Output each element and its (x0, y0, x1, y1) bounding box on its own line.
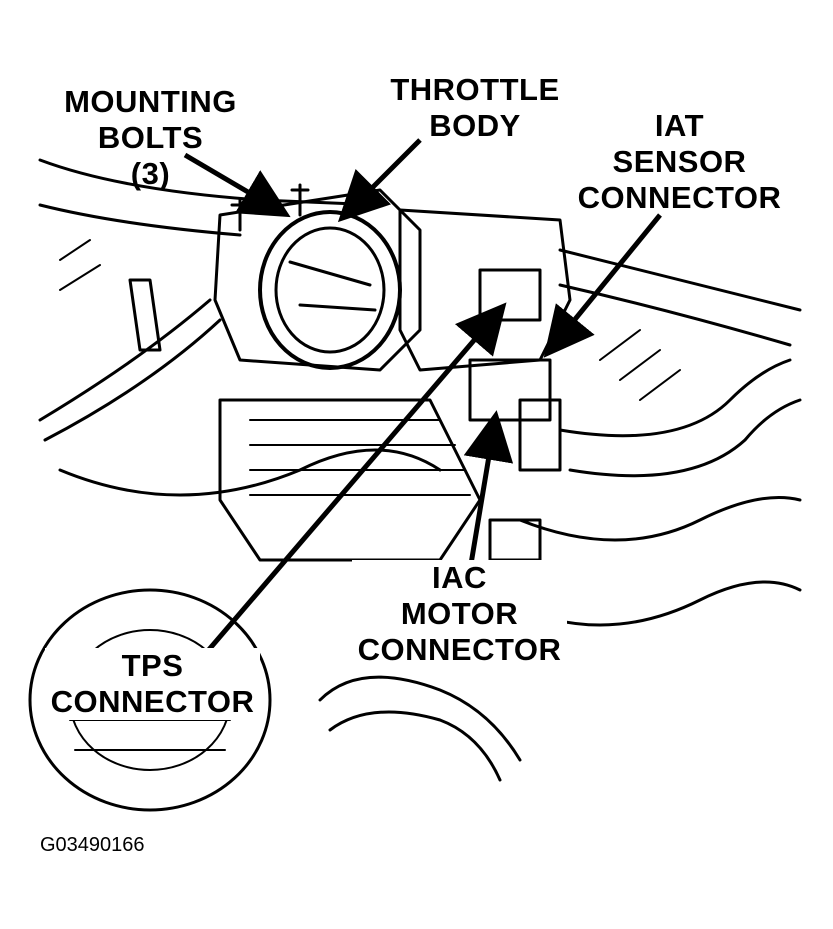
upper-left-hose-lower (38, 203, 242, 237)
right-bent-hose (558, 358, 792, 438)
throttle-plate (288, 260, 377, 312)
tps-connector-leader (198, 302, 507, 662)
left-bracket (128, 278, 162, 352)
lower-right-harness (518, 496, 802, 542)
mounting-bolts-label: MOUNTING BOLTS (3) (64, 84, 237, 191)
tps-connector-label: TPS CONNECTOR (45, 648, 260, 720)
iat-sensor-connector-label: IAT SENSOR CONNECTOR (577, 108, 782, 215)
mounting-bolt-1 (230, 198, 250, 232)
iac-connector-leader (463, 410, 514, 571)
hatching (59, 239, 681, 401)
mounting-bolt-2 (290, 183, 310, 217)
intake-manifold (218, 398, 482, 562)
sensor-body (398, 208, 572, 372)
throttle-bore (258, 210, 402, 370)
lower-harness (58, 448, 442, 497)
right-tube-top (558, 248, 802, 312)
iac-motor (468, 358, 552, 422)
mounting-bolts-leader (183, 152, 291, 218)
figure-id: G03490166 (40, 834, 145, 856)
throttle-body-leader (337, 138, 422, 223)
bottom-loop (318, 675, 522, 762)
tps-sensor (478, 268, 542, 322)
throttle-body-label: THROTTLE BODY (390, 72, 560, 143)
alternator (28, 588, 272, 812)
throttle-body-housing (213, 188, 422, 372)
right-bent-hose-b (568, 398, 802, 478)
iac-motor-connector-label: IAC MOTOR CONNECTOR (352, 560, 567, 668)
left-wire-harness (38, 298, 212, 422)
iat-sensor (518, 398, 562, 472)
intake-ribs (249, 419, 471, 496)
throttle-bore-inner (274, 226, 386, 354)
left-wire-harness-b (43, 318, 222, 442)
bottom-loop-b (328, 710, 502, 782)
right-tube-bottom (558, 283, 792, 347)
iat-connector-leader (543, 213, 662, 358)
